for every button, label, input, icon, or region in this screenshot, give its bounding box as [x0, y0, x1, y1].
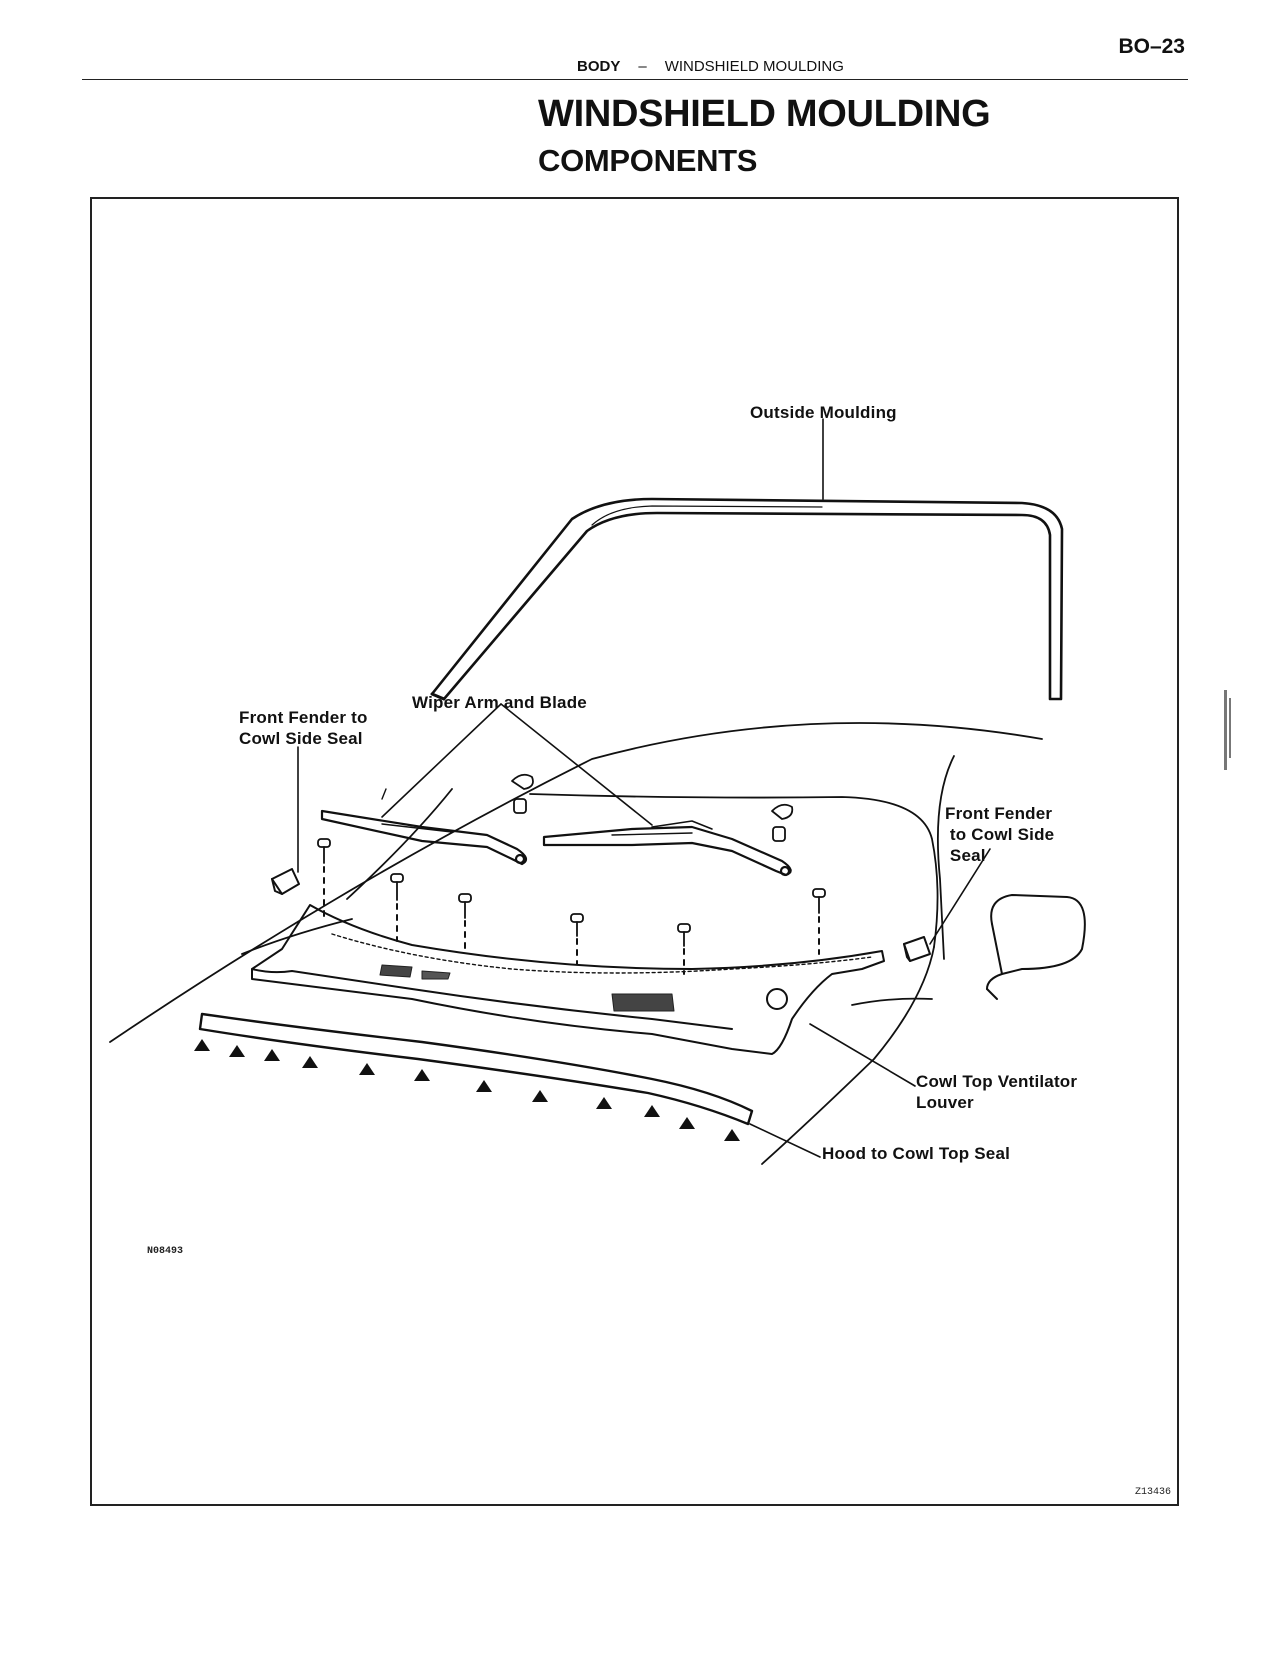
header-separator: –: [638, 58, 647, 75]
scan-margin-marks: [1222, 690, 1234, 770]
car-body-outline: [109, 722, 1043, 1165]
components-figure: Outside Moulding Wiper Arm and Blade Fro…: [90, 197, 1179, 1506]
label-hood-to-cowl-top-seal: Hood to Cowl Top Seal: [822, 1144, 1011, 1163]
wiper-arm-right-part: [542, 820, 792, 877]
label-wiper-arm-and-blade: Wiper Arm and Blade: [412, 693, 587, 712]
screw-clips: [317, 838, 826, 975]
fender-seal-left-part: [271, 868, 300, 895]
header-rule: [82, 79, 1188, 80]
outside-moulding-part: [430, 497, 1064, 701]
topic-name: WINDSHIELD MOULDING: [664, 58, 844, 75]
fender-seal-right-part: [903, 936, 931, 962]
nut-caps: [381, 773, 794, 842]
leader-lines: [297, 418, 991, 1158]
side-mirror-part: [986, 894, 1086, 1000]
hood-seal-part: [194, 1012, 754, 1141]
exploded-view-illustration: [109, 418, 1086, 1165]
label-front-fender-seal-right: Front Fender to Cowl Side Seal: [945, 804, 1055, 865]
label-cowl-top-ventilator-louver: Cowl Top Ventilator Louver: [916, 1072, 1078, 1112]
page-title: WINDSHIELD MOULDING: [538, 93, 991, 135]
running-head: BODY–WINDSHIELD MOULDING: [577, 58, 844, 75]
label-outside-moulding: Outside Moulding: [750, 403, 897, 422]
illustration-code: N08493: [147, 1246, 184, 1257]
cowl-louver-part: [251, 904, 885, 1055]
figure-code: Z13436: [1134, 1487, 1171, 1498]
section-subtitle: COMPONENTS: [538, 143, 758, 178]
page-number: BO–23: [1118, 35, 1185, 58]
section-name: BODY: [577, 58, 621, 75]
wiper-arm-left-part: [320, 809, 528, 866]
label-front-fender-seal-left: Front Fender to Cowl Side Seal: [239, 708, 368, 748]
